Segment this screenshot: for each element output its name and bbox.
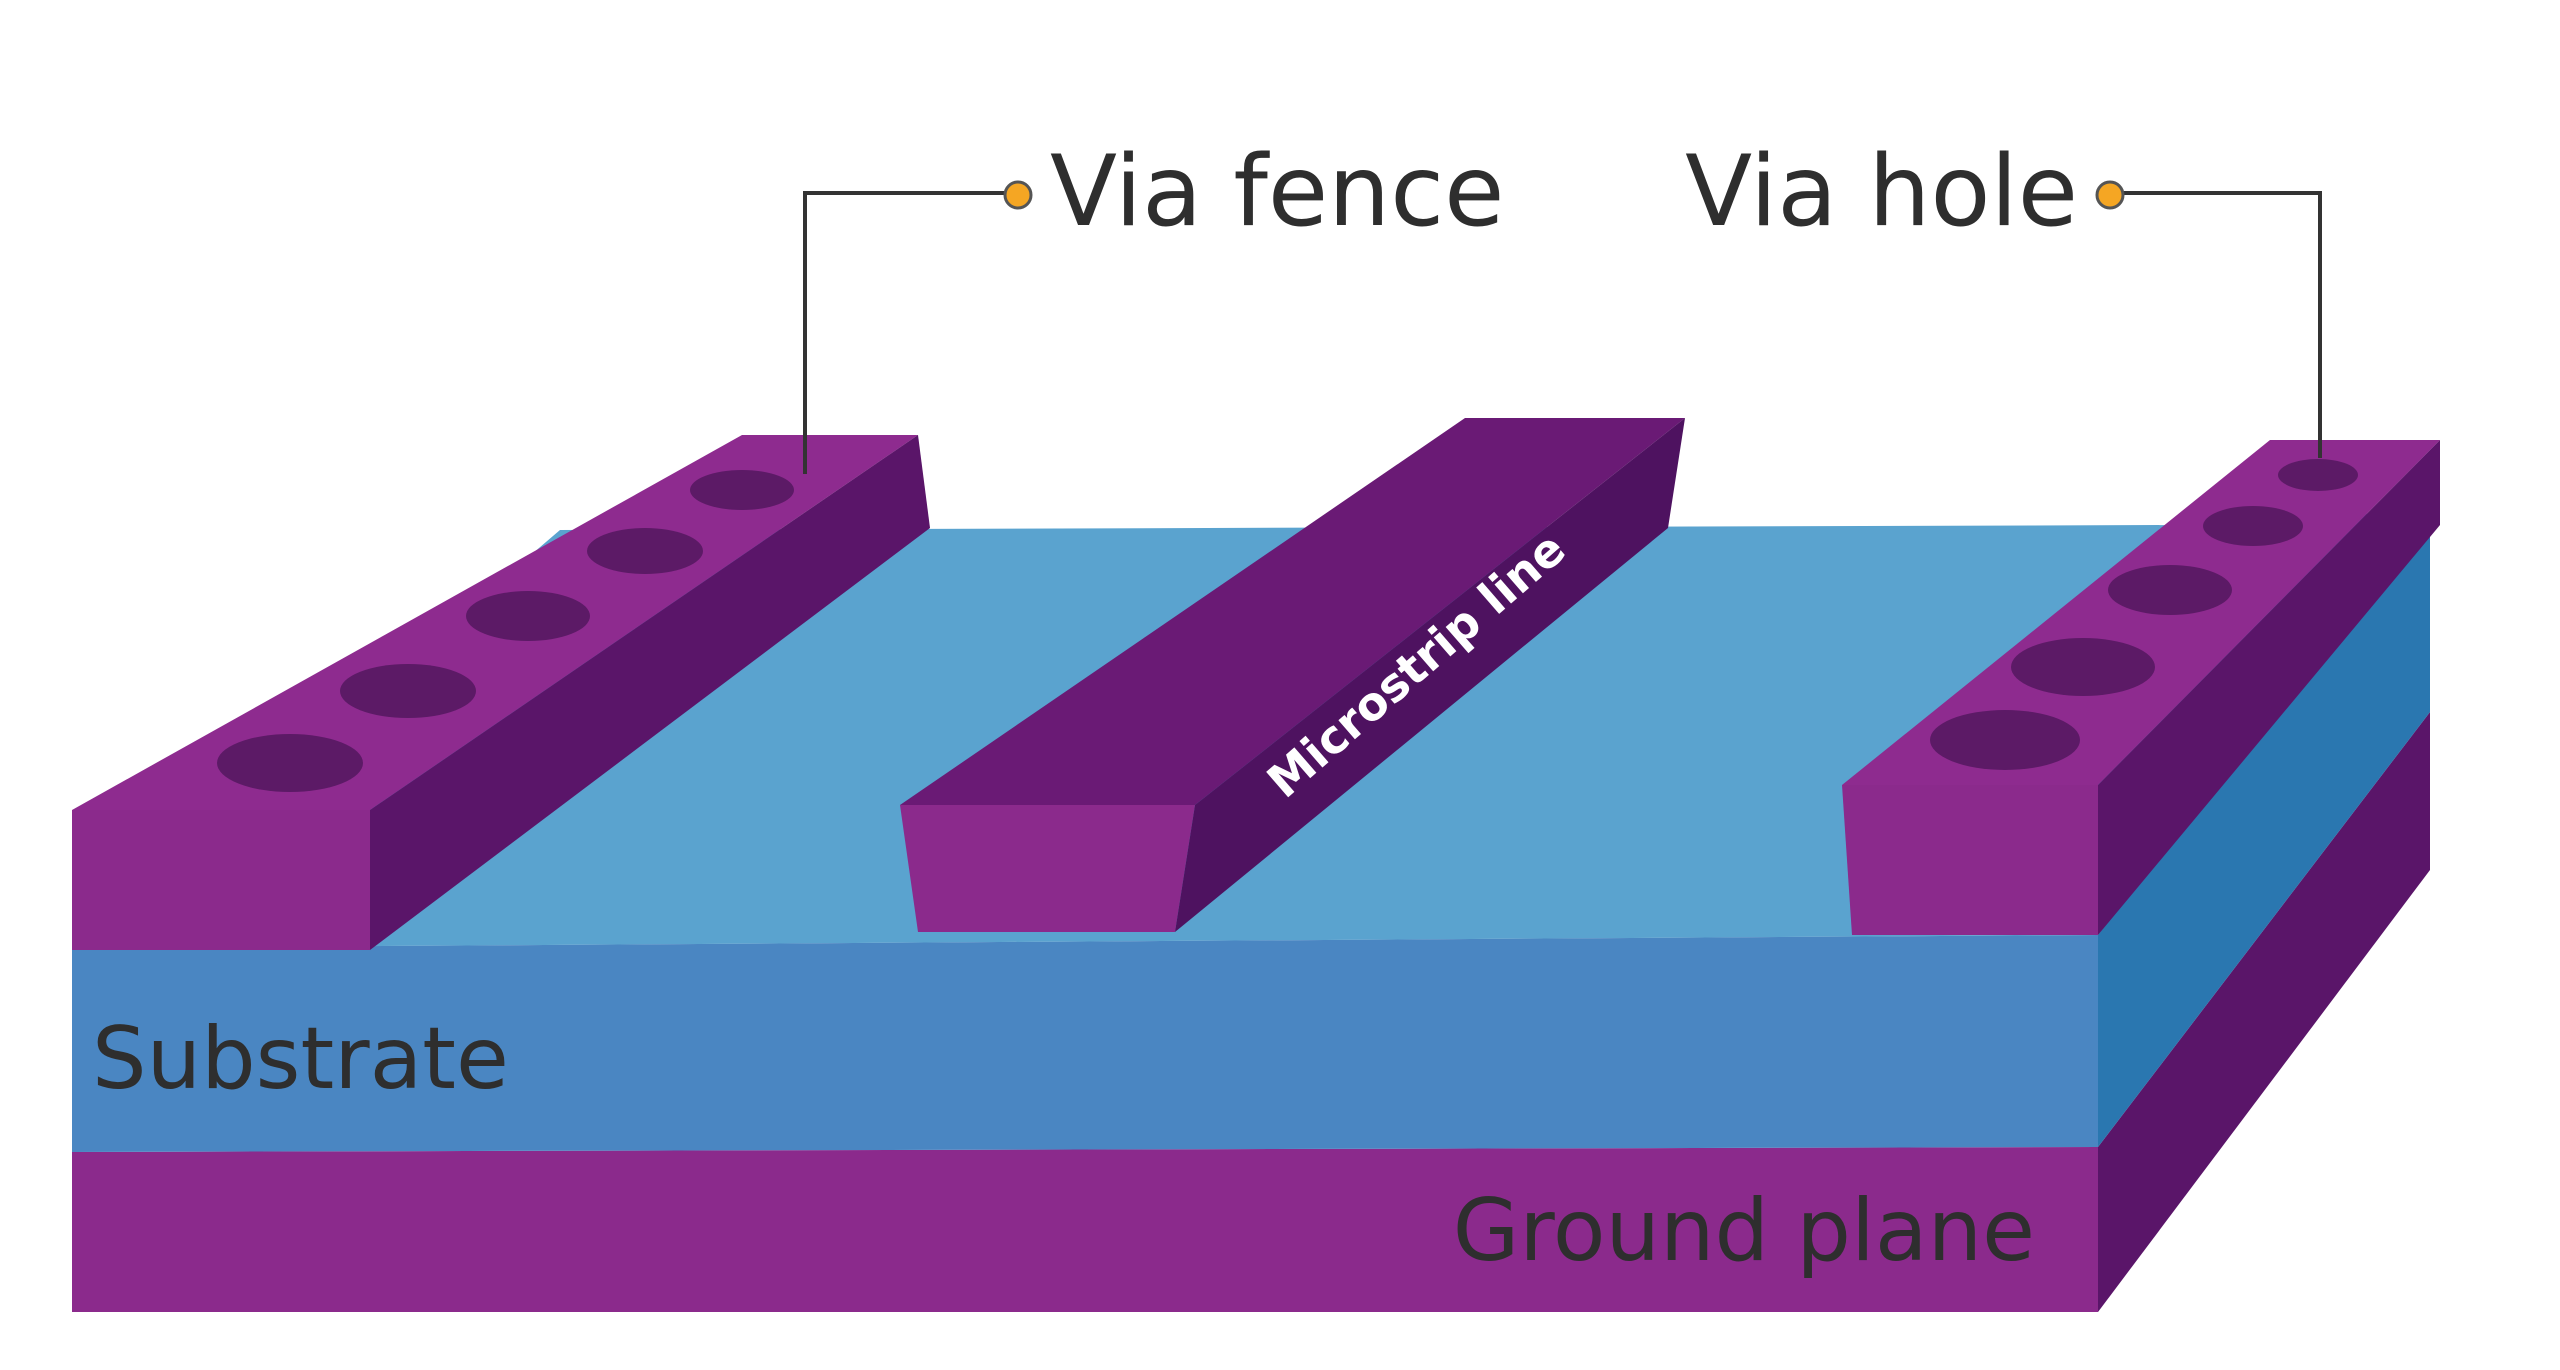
via-fence-left bbox=[72, 435, 930, 950]
via-fence-right-front bbox=[1842, 785, 2098, 935]
ground-plane bbox=[72, 712, 2430, 1312]
via-hole bbox=[690, 470, 794, 510]
via-hole bbox=[587, 528, 703, 574]
via-fence-label: Via fence bbox=[1050, 135, 1504, 249]
via-hole bbox=[2011, 638, 2155, 696]
microstrip-top bbox=[900, 418, 1685, 805]
substrate-front bbox=[72, 935, 2098, 1152]
via-hole bbox=[340, 664, 476, 718]
via-fence-left-front bbox=[72, 810, 370, 950]
via-hole bbox=[2108, 565, 2232, 615]
via-fence-right bbox=[1842, 440, 2440, 935]
callout-dot bbox=[2095, 180, 2125, 210]
ground-plane-side bbox=[2098, 712, 2430, 1312]
ground-plane-label: Ground plane bbox=[1453, 1181, 2035, 1281]
substrate-label: Substrate bbox=[92, 1009, 509, 1109]
via-fence-right-side bbox=[2098, 440, 2440, 935]
via-hole bbox=[2203, 506, 2303, 546]
via-fence-left-side bbox=[370, 435, 930, 950]
microstrip-side bbox=[1175, 418, 1685, 932]
via-hole bbox=[2278, 459, 2358, 491]
callout-via-hole: Via hole bbox=[1685, 135, 2322, 458]
callout-via-fence: Via fence bbox=[803, 135, 1504, 474]
via-hole bbox=[217, 734, 363, 792]
leader-line bbox=[2112, 191, 2322, 458]
substrate-side bbox=[2098, 510, 2430, 1147]
via-hole bbox=[1930, 710, 2080, 770]
callout-dot bbox=[1003, 180, 1033, 210]
ground-plane-front bbox=[72, 1147, 2098, 1312]
leader-line bbox=[803, 191, 1015, 474]
via-hole bbox=[466, 591, 590, 641]
microstrip-front bbox=[900, 805, 1195, 932]
via-hole-label: Via hole bbox=[1685, 135, 2078, 249]
